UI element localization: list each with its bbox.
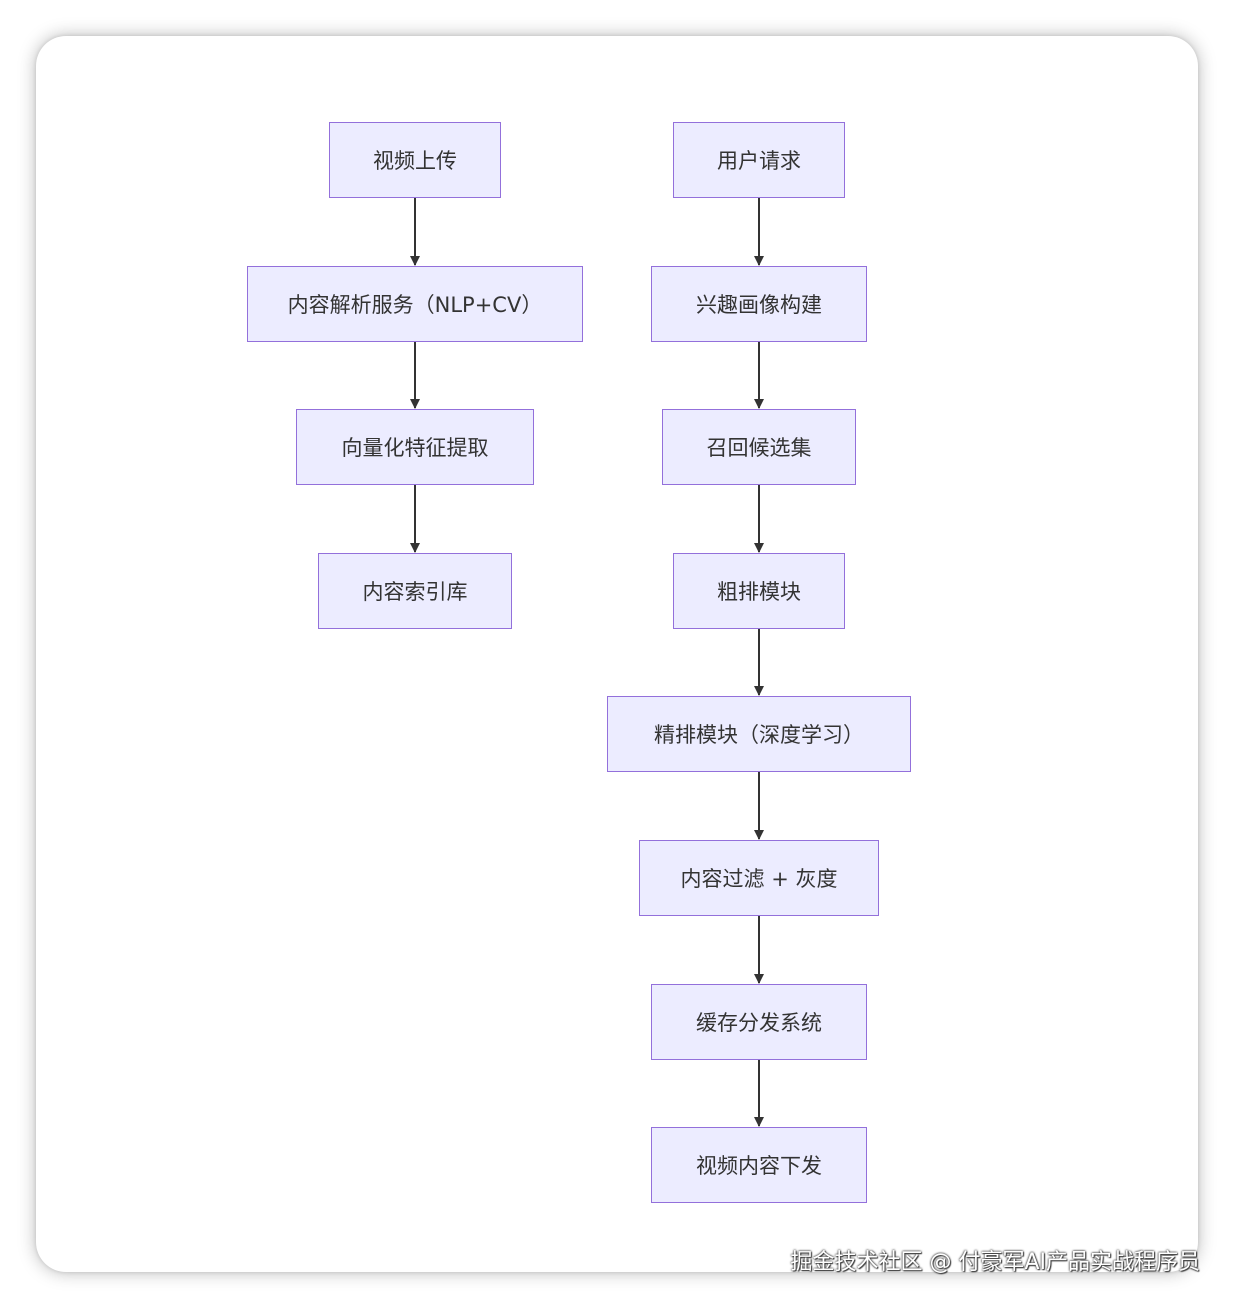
node-user-request: 用户请求 — [673, 122, 845, 198]
node-vector-extraction: 向量化特征提取 — [296, 409, 534, 485]
node-recall-candidates: 召回候选集 — [662, 409, 856, 485]
node-content-parsing: 内容解析服务（NLP+CV） — [247, 266, 583, 342]
node-content-index: 内容索引库 — [318, 553, 512, 629]
watermark: 掘金技术社区 @ 付豪军AI产品实战程序员 — [790, 1250, 1200, 1275]
node-coarse-ranking: 粗排模块 — [673, 553, 845, 629]
node-content-filter: 内容过滤 + 灰度 — [639, 840, 879, 916]
diagram-card — [36, 36, 1198, 1272]
node-fine-ranking: 精排模块（深度学习） — [607, 696, 911, 772]
node-interest-profile: 兴趣画像构建 — [651, 266, 867, 342]
node-video-delivery: 视频内容下发 — [651, 1127, 867, 1203]
node-video-upload: 视频上传 — [329, 122, 501, 198]
node-cache-distribution: 缓存分发系统 — [651, 984, 867, 1060]
